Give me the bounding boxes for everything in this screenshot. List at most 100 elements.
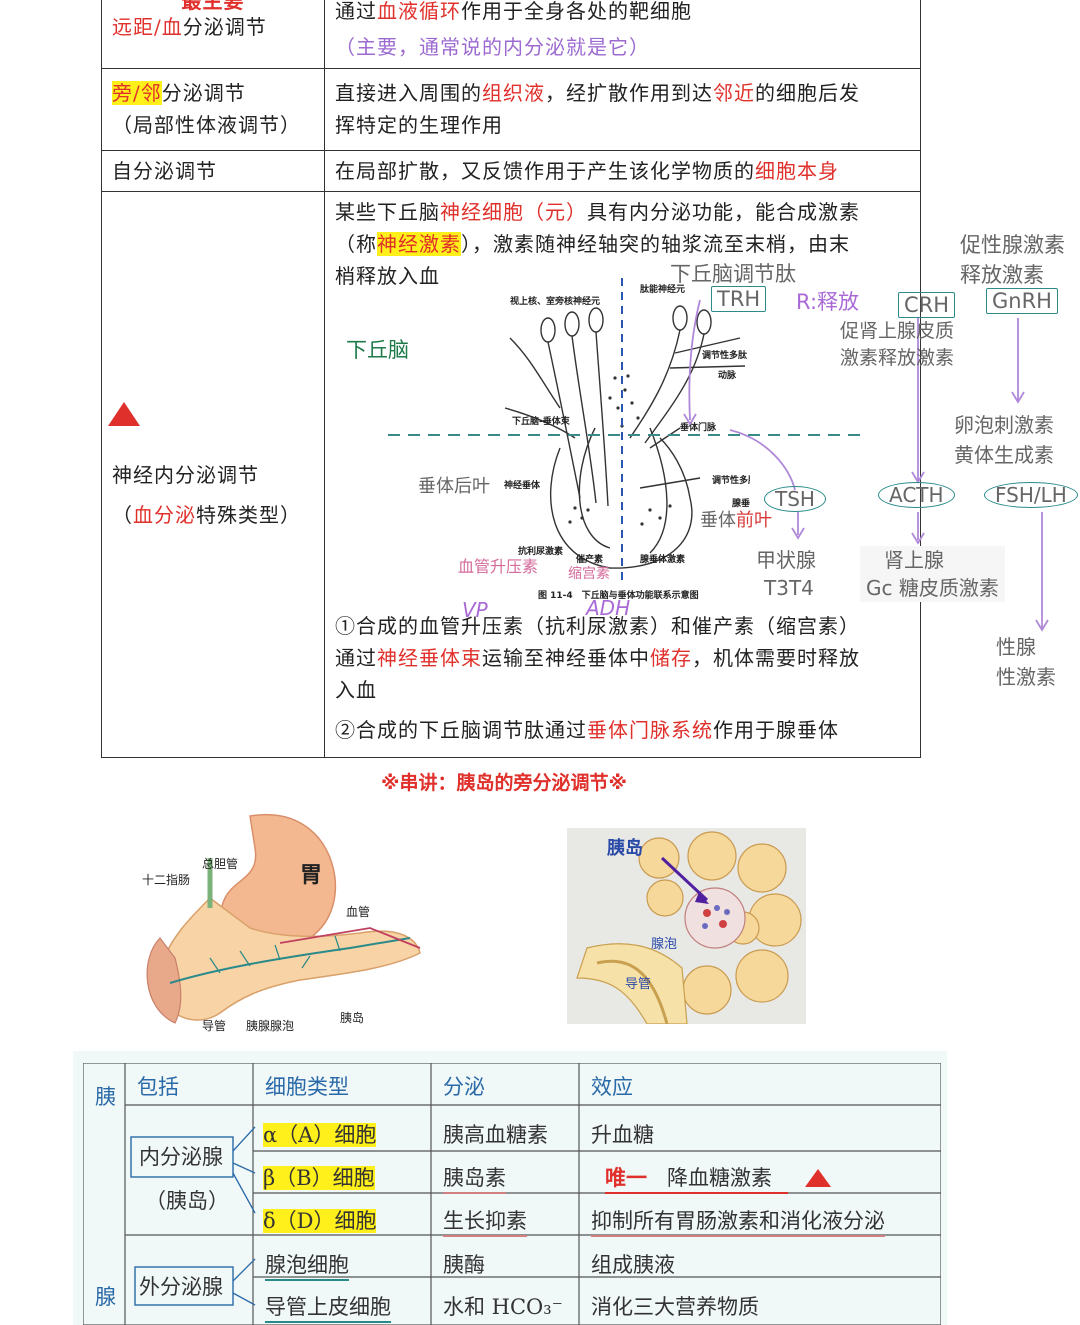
label-neurohypophysis: 神经垂体 [504,479,541,491]
figure-caption: 图 11-4 下丘脑与垂体功能联系示意图 [538,589,699,601]
header-cell-type: 细胞类型 [265,1075,349,1099]
name-sub: （局部性体液调节） [112,113,301,137]
effect-beta-text: 降血糖激素 [667,1166,772,1190]
desc-text: 某些下丘脑 [335,200,440,224]
row-desc-cell: 在局部扩散，又反馈作用于产生该化学物质的细胞本身 [324,150,921,192]
name-text: 分泌调节 [182,15,267,39]
name-text: 神经内分泌调节 [112,462,259,487]
desc-text: 挥特定的生理作用 [335,113,503,137]
secrete-duct: 水和 HCO₃⁻ [443,1295,563,1319]
secrete-beta: 胰岛素 [443,1162,506,1194]
desc-red: 储存 [650,646,692,670]
label-bile: 总胆管 [202,856,238,871]
annot-thyroid: 甲状腺 T3T4 [756,546,816,602]
table-row: 旁/邻分泌调节 （局部性体液调节） 直接进入周围的组织液，经扩散作用到达邻近的细… [101,68,921,151]
effect-acinar: 组成胰液 [591,1253,675,1277]
table-row: 最主要 远距/血分泌调节 通过血液循环作用于全身各处的靶细胞 （主要，通常说的内… [101,0,921,69]
label-adh: 抗利尿激素 [518,545,563,557]
header-secrete: 分泌 [443,1075,485,1099]
cell-type-alpha: α（A）细胞 [263,1123,377,1147]
annot-gnrh: GnRH [986,288,1058,314]
desc-red: 血液循环 [377,0,461,23]
name-text: 自分泌调节 [112,159,217,183]
label-reg-peptide2: 调节性多肽 [712,474,750,486]
endocrine-label: 内分泌腺 [139,1145,223,1169]
tag-most-important: 最主要 [181,0,245,13]
note: （主要，通常说的内分泌就是它） [335,35,650,59]
label-regulatory-peptide: 调节性多肽 [702,349,748,361]
annot-adrenal-name: 肾上腺 [884,548,944,572]
desc-text: 通过 [335,646,377,670]
desc-text: ），激素随神经轴突的轴浆流至末梢，由末 [461,232,850,256]
name-hl: 旁/邻 [112,81,162,105]
row-desc-cell: 通过血液循环作用于全身各处的靶细胞 （主要，通常说的内分泌就是它） [324,0,921,69]
annot-crh-name: 促肾上腺皮质 激素释放激素 [840,318,954,372]
annot-adrenal: 肾上腺 Gc 糖皮质激素 [860,546,1005,602]
secrete-acinar: 胰酶 [443,1253,485,1277]
warning-triangle-icon [805,1169,831,1187]
label-tract: 下丘脑-垂体束 [512,415,571,427]
cell-type-duct: 导管上皮细胞 [265,1291,391,1323]
desc-text: 作用于腺垂体 [713,718,839,742]
name-red: 远距/血 [112,15,183,39]
desc-text: 在局部扩散，又反馈作用于产生该化学物质的 [335,159,755,183]
desc-text: 运输至神经垂体中 [482,646,650,670]
name-sub: 特殊类型） [196,502,301,527]
desc-text: 直接进入周围的 [335,81,482,105]
row-name-cell: 旁/邻分泌调节 （局部性体液调节） [101,68,325,151]
label-stomach: 胃 [300,863,322,888]
islet-histology: 胰岛 腺泡 导管 [567,828,806,1024]
label-oxytocin: 催产素 [576,553,603,565]
annot-fsh: FSH/LH [984,482,1078,508]
annot-reg-peptide: 下丘脑调节肽 [670,262,796,286]
annot-crh-name2: 激素释放激素 [840,347,955,369]
desc-red: 邻近 [713,81,755,105]
row-name-cell: 自分泌调节 [101,150,325,192]
label-islet: 胰岛 [340,1010,364,1025]
desc-text: 的细胞后发 [755,81,860,105]
divider-dashed [388,434,868,436]
annot-posterior: 垂体后叶 [418,476,490,497]
desc-text: 具有内分泌功能，能合成激素 [587,200,860,224]
label-acinus-histo: 腺泡 [651,937,677,952]
label-artery: 动脉 [718,369,737,381]
row-desc-cell: 直接进入周围的组织液，经扩散作用到达邻近的细胞后发 挥特定的生理作用 [324,68,921,151]
annot-gnrh-name1: 促性腺激素 [960,233,1065,257]
secrete-alpha: 胰高血糖素 [443,1123,548,1147]
row-name-cell: 最主要 远距/血分泌调节 [101,0,325,69]
row-name-cell: 神经内分泌调节 （血分泌特殊类型） [101,191,325,758]
annot-gnrh-name2: 释放激素 [960,263,1044,287]
cell-type-beta: β（B）细胞 [263,1166,375,1190]
annot-fsh-name2: 黄体生成素 [954,443,1054,467]
annot-crh: CRH [898,292,956,318]
desc-red: 细胞本身 [755,159,839,183]
warning-triangle-icon [108,402,140,426]
annot-hypothalamus: 下丘脑 [346,338,409,362]
annot-fsh-name1: 卵泡刺激素 [954,413,1054,437]
desc-text: ①合成的血管升压素（抗利尿激素）和催产素（缩宫素） [335,614,860,638]
desc-text: 入血 [335,678,377,702]
label-duct: 导管 [202,1018,226,1033]
annot-anterior-a: 垂体 [700,510,736,531]
annot-vp: VP [462,598,488,622]
label-acinus: 胰腺腺泡 [246,1019,294,1033]
annot-gnrh-name: 促性腺激素 释放激素 [960,230,1065,290]
name-sub: （ [112,502,133,527]
header-effect: 效应 [591,1075,633,1099]
desc-text: 作用于全身各处的靶细胞 [461,0,692,23]
desc-red: 垂体门脉系统 [587,718,713,742]
side-label-bottom: 腺 [95,1285,116,1309]
desc-text: ②合成的下丘脑调节肽通过 [335,718,587,742]
exocrine-label: 外分泌腺 [139,1275,223,1299]
section-title: ※串讲：胰岛的旁分泌调节※ [381,772,627,794]
annot-crh-name1: 促肾上腺皮质 [840,320,955,342]
endocrine-sub: （胰岛） [145,1189,229,1213]
annot-gonad-name: 性腺 [996,635,1036,659]
desc-text: （称 [335,232,377,256]
name-sub-red: 血分泌 [133,502,196,527]
desc-text: ，机体需要时释放 [692,646,860,670]
annot-t3t4: T3T4 [764,576,814,600]
label-adenohypophysis: 腺垂体 [731,497,750,509]
annot-fsh-name: 卵泡刺激素 黄体生成素 [954,410,1054,470]
effect-beta-tag: 唯一 [605,1166,647,1190]
